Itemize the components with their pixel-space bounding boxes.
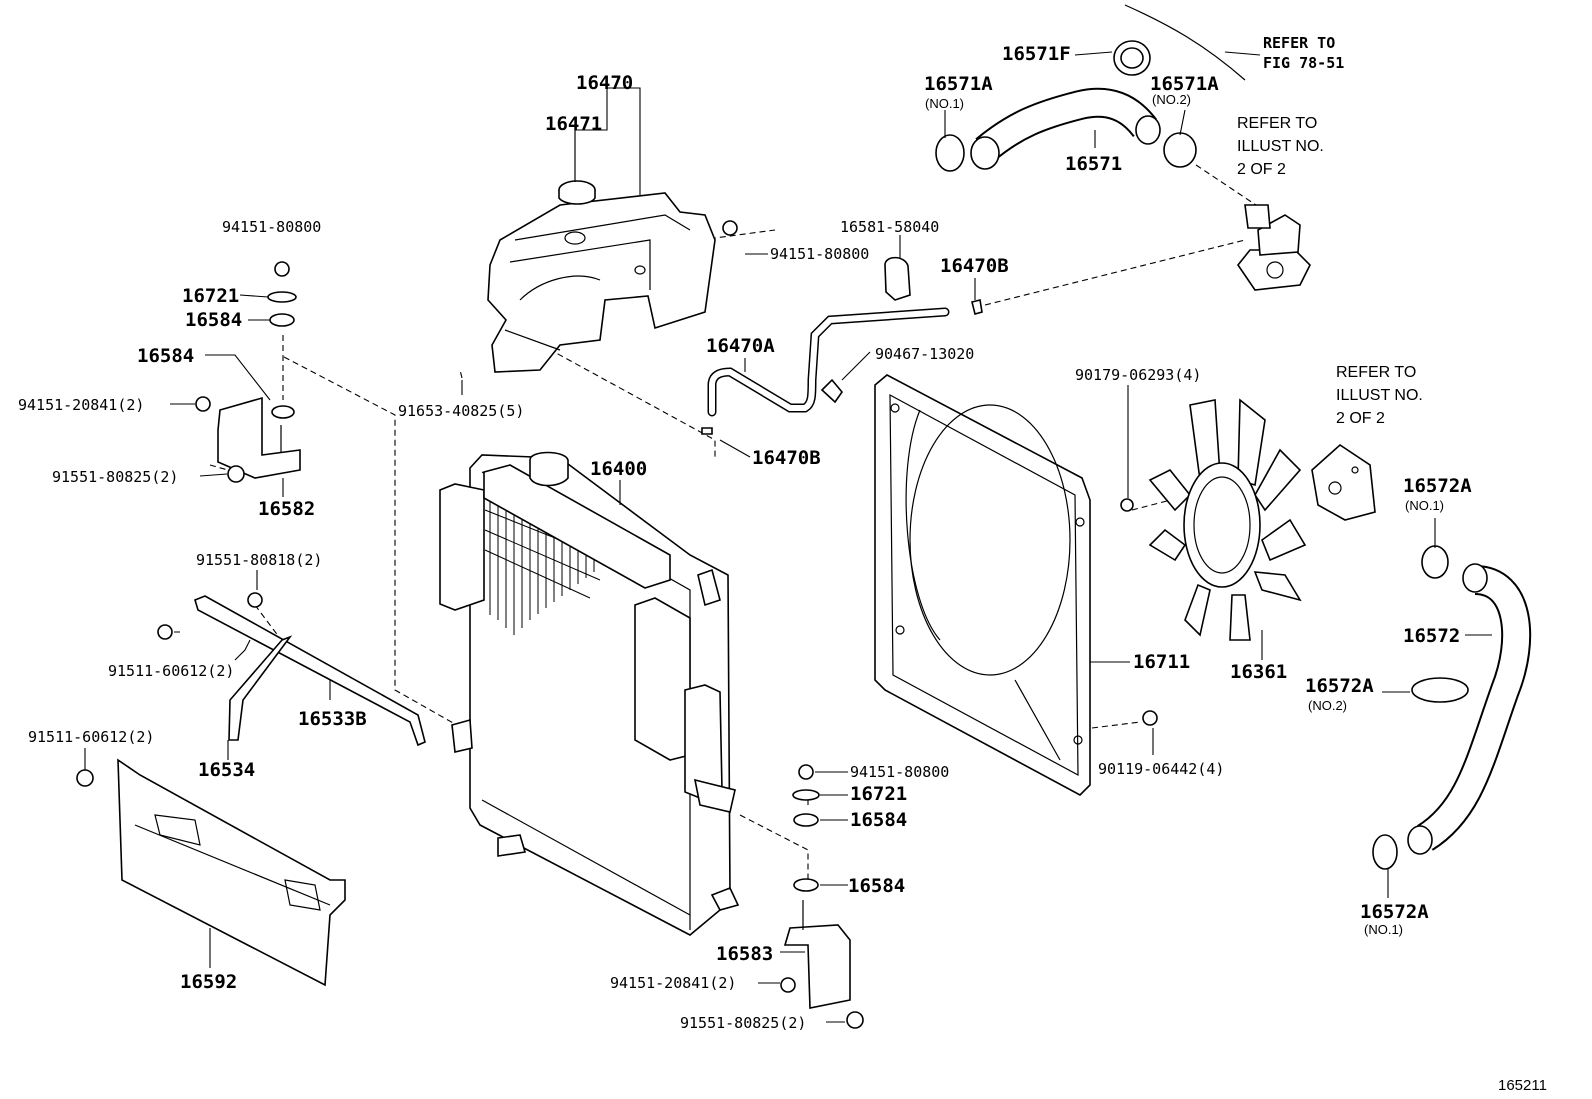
- label-16470: 16470: [576, 72, 633, 94]
- radiator: [439, 451, 740, 936]
- ref-illust-b-line3: 2 OF 2: [1336, 410, 1385, 427]
- label-16582: 16582: [258, 498, 315, 520]
- label-16400: 16400: [590, 458, 647, 480]
- figure-id: 165211: [1498, 1077, 1547, 1094]
- upper-hose: [935, 40, 1197, 172]
- ref-fig-line2: FIG 78-51: [1263, 54, 1344, 72]
- label-16584-right-b: 16584: [848, 875, 905, 897]
- label-16571A-no1: 16571A: [924, 73, 993, 95]
- label-16584-right-a: 16584: [850, 809, 907, 831]
- label-16711: 16711: [1133, 651, 1190, 673]
- sub-labels: (NO.1) (NO.2) (NO.1) (NO.2) (NO.1): [925, 92, 1444, 937]
- label-16470B-top: 16470B: [940, 255, 1009, 277]
- label-16361: 16361: [1230, 661, 1287, 683]
- label-16471: 16471: [545, 113, 602, 135]
- part-labels: 16470 16471 94151-80800 16721 16584 1658…: [18, 43, 1472, 1032]
- label-16584-left-a: 16584: [185, 309, 242, 331]
- label-16534: 16534: [198, 759, 255, 781]
- label-90179-06293: 90179-06293(4): [1075, 366, 1201, 384]
- label-16721-right: 16721: [850, 783, 907, 805]
- cooling-fan: [1120, 398, 1307, 641]
- ref-illust-a-line1: REFER TO: [1237, 115, 1317, 132]
- label-16572A-bottom: 16572A: [1360, 901, 1429, 923]
- sublabel-no1-16572A-top: (NO.1): [1405, 498, 1444, 513]
- ref-illust-b-line1: REFER TO: [1336, 364, 1416, 381]
- label-90467-13020: 90467-13020: [875, 345, 974, 363]
- ref-illust-a-line3: 2 OF 2: [1237, 161, 1286, 178]
- label-90119-06442: 90119-06442(4): [1098, 760, 1224, 778]
- sublabel-no2-16571A: (NO.2): [1152, 92, 1191, 107]
- label-91551-80825-left: 91551-80825(2): [52, 468, 178, 486]
- label-94151-20841-left: 94151-20841(2): [18, 396, 144, 414]
- ref-fig-line1: REFER TO: [1263, 34, 1335, 52]
- bypass-hose: [701, 220, 983, 435]
- coolant-bracket-top: [1124, 4, 1246, 81]
- coupling-plate: [1311, 443, 1376, 521]
- label-16571A-no2: 16571A: [1150, 73, 1219, 95]
- water-outlet: [1237, 204, 1311, 291]
- radiator-upper-shroud: [487, 192, 716, 373]
- fan-shroud: [874, 374, 1091, 796]
- lower-shield: [76, 758, 346, 987]
- label-16584-left-b: 16584: [137, 345, 194, 367]
- radiator-cap: [558, 180, 596, 205]
- sublabel-no1-16571A: (NO.1): [925, 96, 964, 111]
- support-bars: [157, 592, 426, 747]
- lower-hose: [1372, 545, 1532, 870]
- sublabel-no1-16572A-bottom: (NO.1): [1364, 922, 1403, 937]
- label-94151-20841-right: 94151-20841(2): [610, 974, 736, 992]
- label-16592: 16592: [180, 971, 237, 993]
- label-16721-left: 16721: [182, 285, 239, 307]
- label-16572: 16572: [1403, 625, 1460, 647]
- label-91551-80818: 91551-80818(2): [196, 551, 322, 569]
- ref-illust-b-line2: ILLUST NO.: [1336, 387, 1423, 404]
- label-91551-80825-right: 91551-80825(2): [680, 1014, 806, 1032]
- label-16572A-top: 16572A: [1403, 475, 1472, 497]
- label-16470B-bottom: 16470B: [752, 447, 821, 469]
- label-94151-80800-top: 94151-80800: [222, 218, 321, 236]
- label-16571: 16571: [1065, 153, 1122, 175]
- label-16583: 16583: [716, 943, 773, 965]
- leader-lines: [84, 51, 1492, 1023]
- label-16533B: 16533B: [298, 708, 367, 730]
- label-94151-80800-right: 94151-80800: [850, 763, 949, 781]
- label-91511-60612-b: 91511-60612(2): [28, 728, 154, 746]
- reference-notes: REFER TO FIG 78-51 REFER TO ILLUST NO. 2…: [1237, 34, 1423, 427]
- label-16581-58040: 16581-58040: [840, 218, 939, 236]
- right-mount-stack: [780, 710, 1158, 1029]
- label-16470A: 16470A: [706, 335, 775, 357]
- ref-illust-a-line2: ILLUST NO.: [1237, 138, 1324, 155]
- label-91511-60612-a: 91511-60612(2): [108, 662, 234, 680]
- sublabel-no2-16572A: (NO.2): [1308, 698, 1347, 713]
- label-16571F: 16571F: [1002, 43, 1071, 65]
- label-91653-40825: 91653-40825(5): [398, 402, 524, 420]
- label-16572A-mid: 16572A: [1305, 675, 1374, 697]
- label-94151-80800-mid: 94151-80800: [770, 245, 869, 263]
